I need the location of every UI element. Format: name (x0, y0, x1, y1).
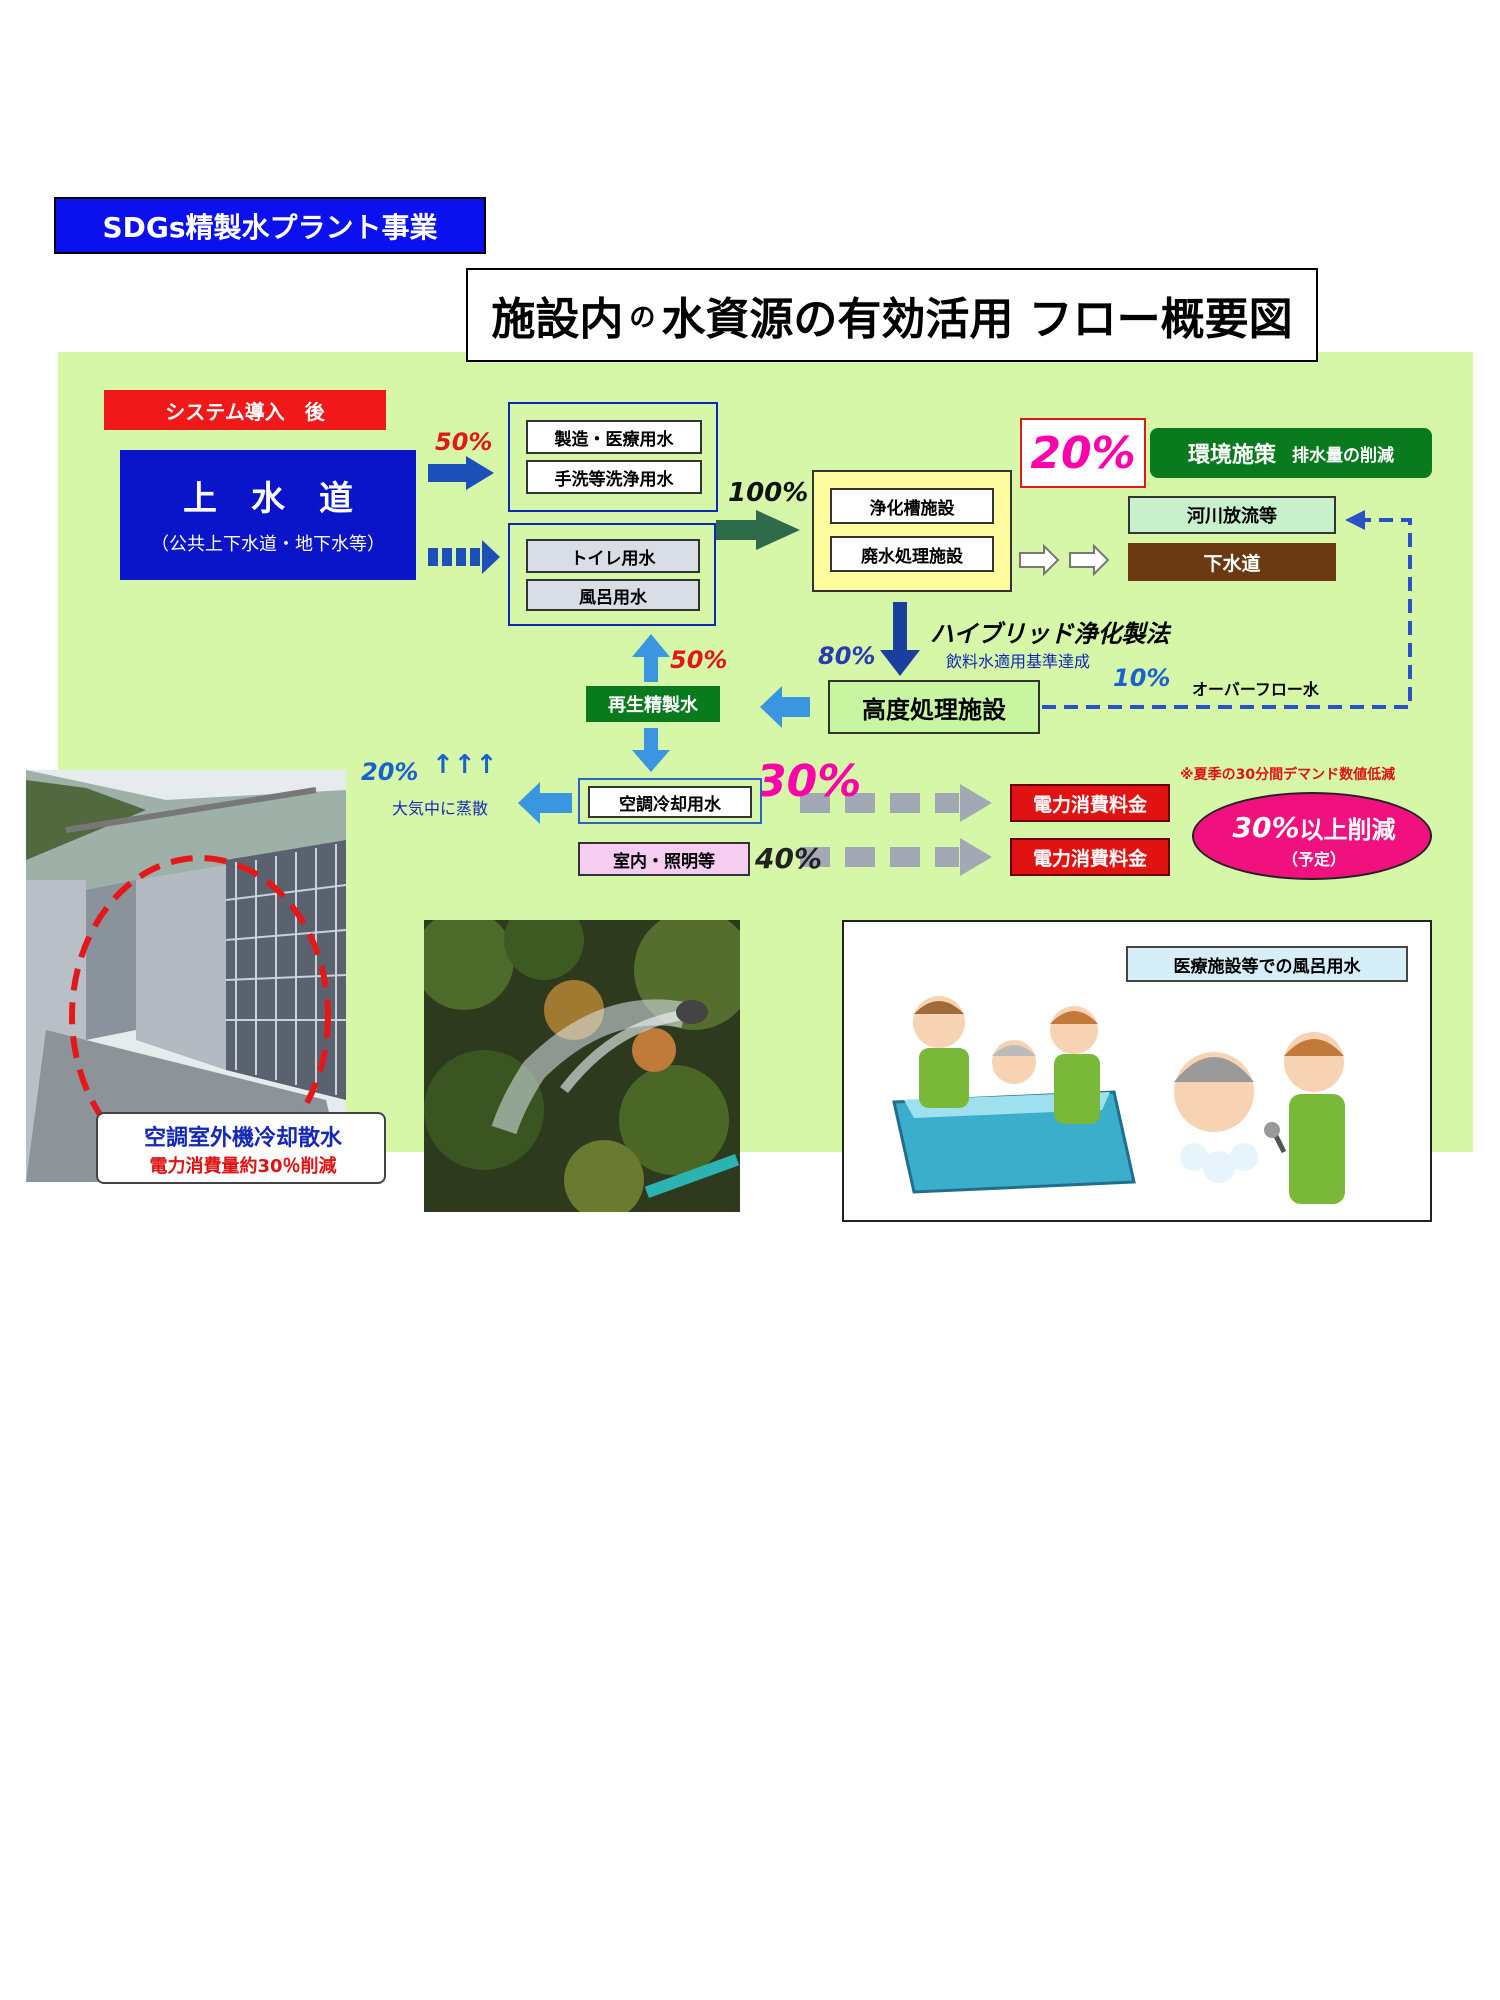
arrow-supply-bottom (428, 540, 500, 574)
reduction-ellipse: 30% 以上削減 （予定） (1192, 792, 1432, 880)
overflow-label: オーバーフロー水 (1192, 680, 1319, 699)
usage-manufacturing: 製造・医療用水 (526, 420, 702, 454)
arrow-to-recycled (760, 686, 810, 728)
pct-100: 100% (728, 478, 809, 508)
usage-top-group: 製造・医療用水 手洗等洗浄用水 (508, 402, 718, 512)
overflow-line (1042, 518, 1412, 709)
page-title: 施設内 の 水資源の有効活用 フロー概要図 (466, 268, 1318, 362)
hybrid-sub: 飲料水適用基準達成 (946, 652, 1091, 671)
reduction-sub: （予定） (1281, 850, 1346, 869)
bath-illustration (892, 996, 1345, 1204)
heading-text: SDGs精製水プラント事業 (102, 210, 438, 244)
environment-label: 環境施策 (1187, 443, 1276, 468)
evaporate-arrows: ↑↑↑ (432, 750, 498, 780)
usage-toilet: トイレ用水 (526, 539, 700, 573)
pct-50-top: 50% (435, 428, 493, 456)
pct-20-box: 20% (1020, 418, 1146, 488)
recycled-water: 再生精製水 (586, 686, 720, 722)
usage-bottom-group: トイレ用水 風呂用水 (508, 523, 716, 626)
pct-30: 30% (756, 756, 862, 807)
heading-badge: SDGs精製水プラント事業 (54, 197, 486, 254)
bath-label: 医療施設等での風呂用水 (1126, 946, 1408, 982)
electricity-cost-2: 電力消費料金 (1010, 838, 1170, 876)
septic-facility: 浄化槽施設 (830, 488, 994, 524)
caption-line2: 電力消費量約30％削減 (149, 1156, 337, 1177)
demand-note: ※夏季の30分間デマンド数値低減 (1180, 767, 1396, 783)
reduction-main: 30% 以上削減 (1232, 810, 1396, 844)
advanced-facility: 高度処理施設 (828, 680, 1040, 734)
environment-box: 環境施策 排水量の削減 (1150, 428, 1432, 478)
sewer: 下水道 (1128, 543, 1336, 581)
ac-water-group: 空調冷却用水 (578, 778, 762, 824)
water-supply-box: 上 水 道 （公共上下水道・地下水等） (120, 450, 416, 580)
caption-line1: 空調室外機冷却散水 (143, 1126, 342, 1151)
pct-50-recycle: 50% (670, 646, 728, 674)
indoor-lighting: 室内・照明等 (578, 842, 750, 876)
arrow-supply-top (428, 456, 494, 490)
arrow-to-electricity-1 (800, 784, 992, 822)
flow-arrows (428, 456, 1412, 876)
ac-cooling-water: 空調冷却用水 (588, 786, 752, 818)
title-part3: 水資源の有効活用 フロー概要図 (661, 294, 1293, 345)
water-supply-subtitle: （公共上下水道・地下水等） (151, 534, 385, 555)
arrow-evaporate (518, 782, 572, 824)
hybrid-title: ハイブリッド浄化製法 (930, 620, 1170, 648)
river-discharge: 河川放流等 (1128, 496, 1336, 534)
title-part2: の (629, 302, 656, 333)
arrow-to-electricity-2 (800, 838, 992, 876)
bath-illustration-box: 医療施設等での風呂用水 (842, 920, 1432, 1222)
pct-20-env: 20% (1030, 427, 1136, 479)
arrow-recycled-down (632, 728, 670, 772)
pct-80: 80% (818, 642, 876, 670)
usage-handwash: 手洗等洗浄用水 (526, 460, 702, 494)
overflow-arrowhead (1345, 510, 1365, 530)
water-supply-title: 上 水 道 (183, 478, 353, 519)
pct-40: 40% (755, 842, 823, 875)
pct-10: 10% (1113, 664, 1171, 692)
evaporate-text: 大気中に蒸散 (392, 799, 489, 818)
usage-bath: 風呂用水 (526, 579, 700, 611)
system-label: システム導入 後 (104, 390, 386, 430)
arrow-to-treatment (716, 510, 800, 550)
photo-caption: 空調室外機冷却散水 電力消費量約30％削減 (96, 1112, 386, 1184)
environment-sub: 排水量の削減 (1292, 445, 1394, 466)
title-part1: 施設内 (491, 294, 624, 345)
pct-20-evap: 20% (361, 758, 419, 786)
electricity-cost-1: 電力消費料金 (1010, 784, 1170, 822)
arrow-recycled-up (632, 634, 670, 682)
treatment-group: 浄化槽施設 廃水処理施設 (812, 470, 1012, 592)
arrow-to-discharge (1019, 543, 1110, 577)
garden-watering-photo (424, 920, 740, 1212)
wastewater-facility: 廃水処理施設 (830, 536, 994, 572)
arrow-to-advanced (880, 602, 920, 676)
